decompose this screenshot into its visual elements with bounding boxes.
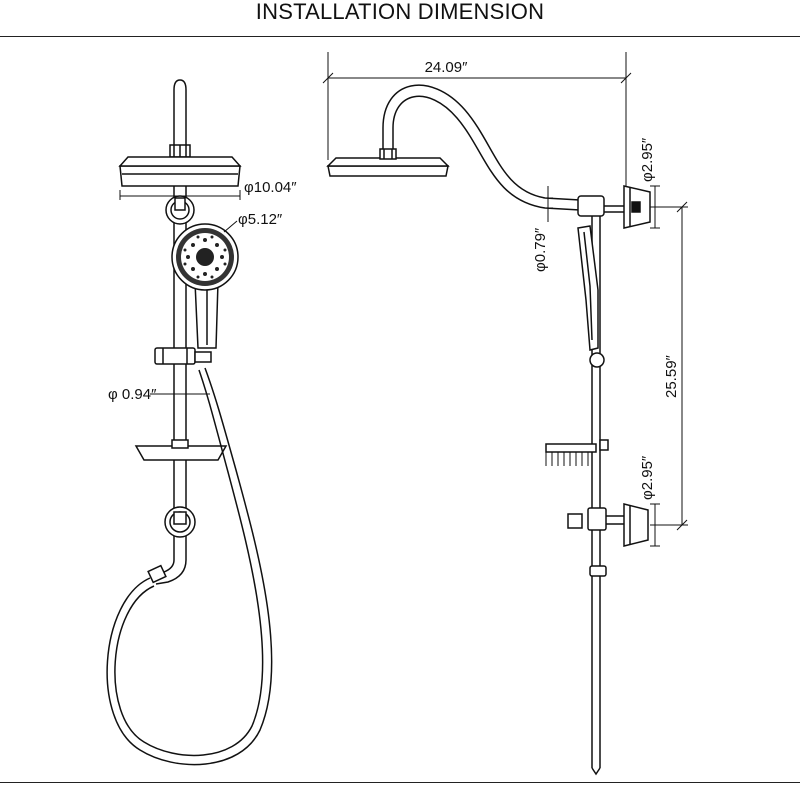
- arm-reach-label: 24.09″: [425, 59, 469, 76]
- bracket-spacing-label: 25.59″: [663, 354, 680, 398]
- front-view: [106, 79, 273, 766]
- side-bottom-bracket: [623, 503, 649, 547]
- front-dimension-lines: [119, 190, 241, 399]
- front-soap-dish: [134, 445, 228, 461]
- front-hose: [106, 367, 273, 766]
- bottom-bracket-diameter-label: φ2.95″: [639, 455, 656, 500]
- hand-shower-diameter-label: φ5.12″: [238, 211, 283, 228]
- front-rain-head: [119, 165, 241, 187]
- bottom-divider: [0, 782, 800, 783]
- side-soap-dish: [545, 443, 597, 453]
- front-hand-shower-head: [171, 223, 239, 291]
- front-slide-holder: [154, 347, 196, 365]
- rain-head-diameter-label: φ10.04″: [244, 179, 297, 196]
- top-divider: [0, 36, 800, 37]
- arm-diameter-label: φ0.79″: [532, 227, 549, 272]
- side-view: [326, 84, 651, 776]
- page-title: INSTALLATION DIMENSION: [255, 0, 545, 24]
- front-top-pipe: [173, 79, 187, 145]
- side-rain-head: [327, 165, 449, 177]
- side-hand-shower: [577, 225, 599, 351]
- side-dimension-lines: [322, 52, 688, 547]
- top-bracket-diameter-label: φ2.95″: [639, 137, 656, 182]
- side-shower-arm: [382, 84, 581, 201]
- rail-diameter-label: φ 0.94″: [108, 386, 157, 403]
